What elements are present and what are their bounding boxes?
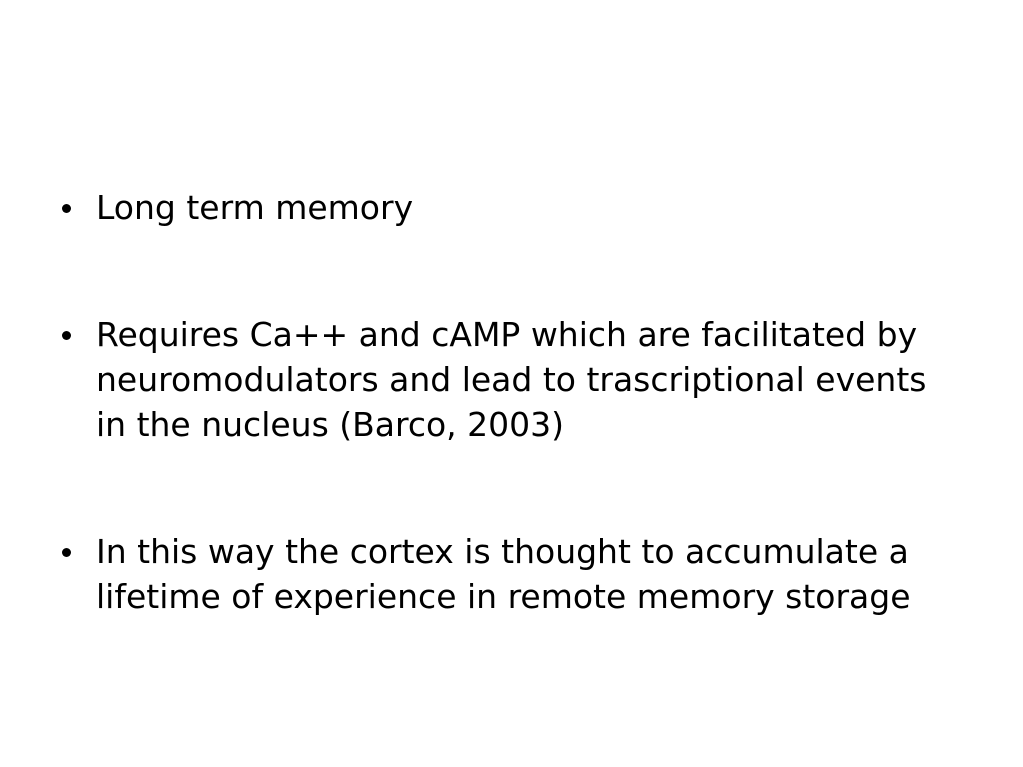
bullet-dot-icon	[62, 204, 71, 213]
bullet-dot-icon	[62, 331, 71, 340]
bullet-text: Requires Ca++ and cAMP which are facilit…	[96, 315, 927, 444]
bullet-text: In this way the cortex is thought to acc…	[96, 532, 911, 616]
bullet-text: Long term memory	[96, 188, 414, 227]
bullet-list: Long term memory Requires Ca++ and cAMP …	[62, 185, 962, 619]
bullet-dot-icon	[62, 548, 71, 557]
bullet-item: Requires Ca++ and cAMP which are facilit…	[62, 312, 962, 447]
bullet-item: Long term memory	[62, 185, 962, 230]
bullet-item: In this way the cortex is thought to acc…	[62, 529, 962, 619]
